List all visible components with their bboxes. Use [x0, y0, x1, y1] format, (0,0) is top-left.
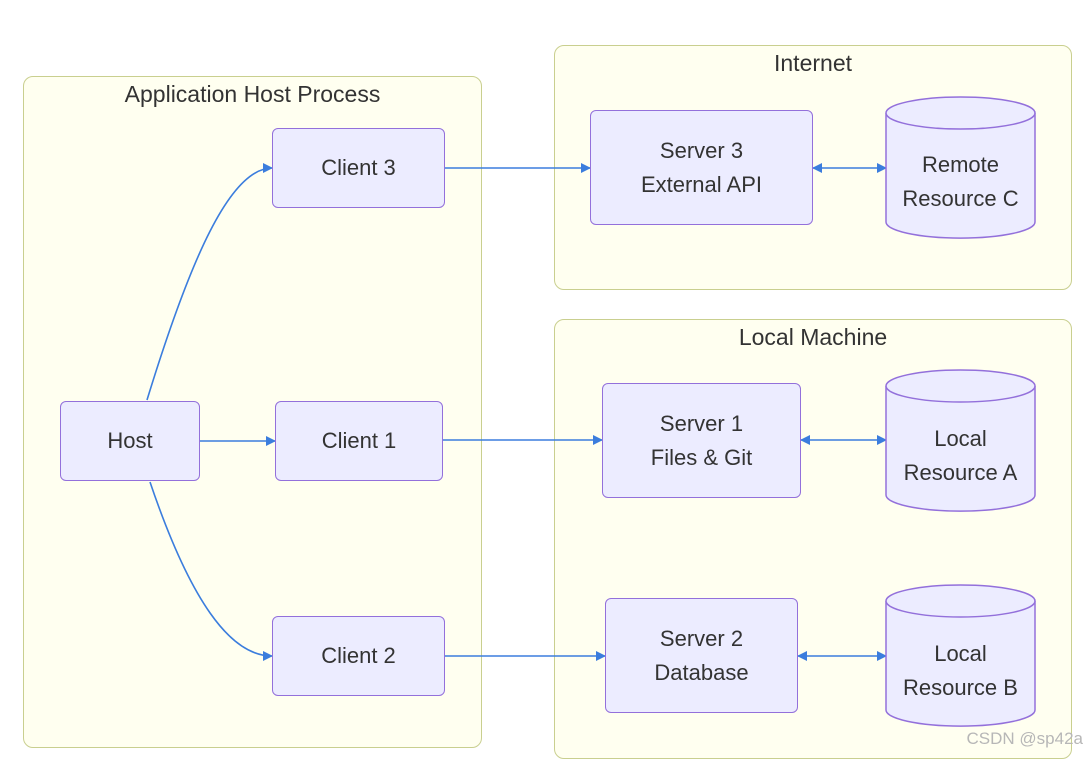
node-client3: Client 3 — [272, 128, 445, 208]
resource-a-label: Local Resource A — [903, 426, 1018, 485]
node-resource-a: Local Resource A — [885, 369, 1036, 512]
group-title-internet: Internet — [774, 50, 852, 76]
cylinder-shape — [885, 96, 1036, 239]
group-title-application-host-process: Application Host Process — [124, 81, 381, 107]
node-client2: Client 2 — [272, 616, 445, 696]
node-resource-c: Remote Resource C — [885, 96, 1036, 239]
node-server3: Server 3 External API — [590, 110, 813, 225]
node-server1: Server 1 Files & Git — [602, 383, 801, 498]
node-client1: Client 1 — [275, 401, 443, 481]
node-resource-b: Local Resource B — [885, 584, 1036, 727]
resource-c-label: Remote Resource C — [902, 152, 1019, 211]
node-server2: Server 2 Database — [605, 598, 798, 713]
group-title-local-machine: Local Machine — [738, 324, 888, 350]
resource-b-label: Local Resource B — [903, 641, 1018, 700]
watermark: CSDN @sp42a — [966, 729, 1083, 748]
node-host: Host — [60, 401, 200, 481]
cylinder-shape — [885, 584, 1036, 727]
cylinder-shape — [885, 369, 1036, 512]
